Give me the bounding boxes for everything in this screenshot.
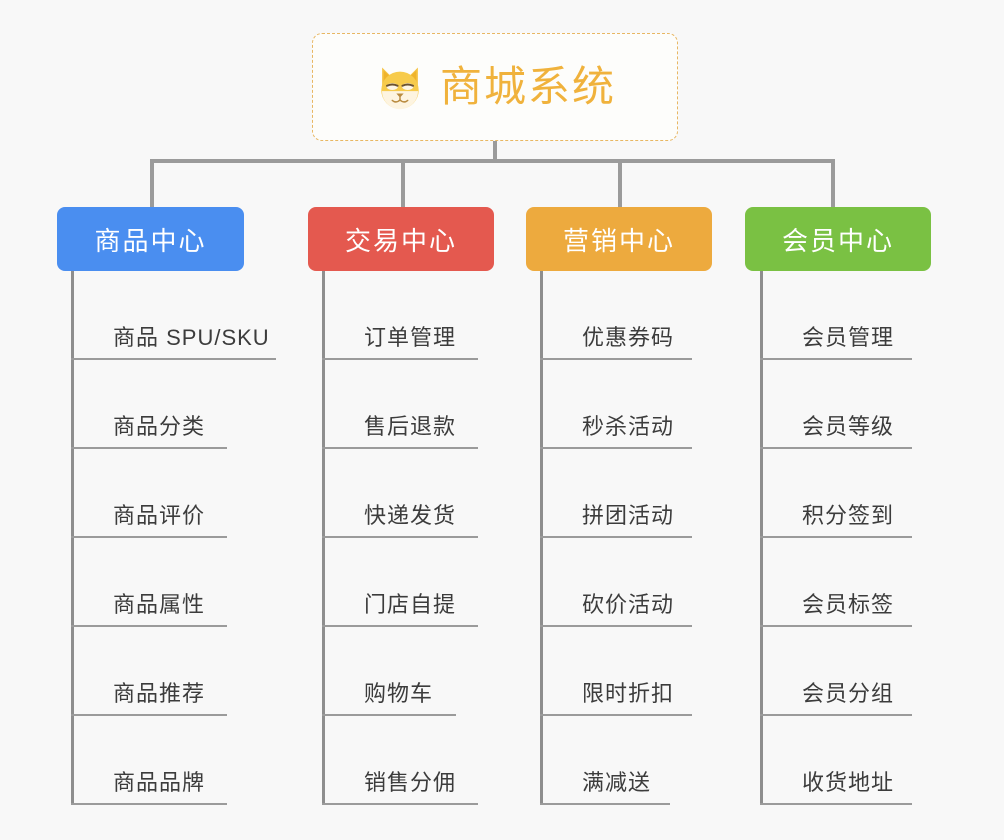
leaf-label: 满减送 [582, 770, 652, 795]
leaf-underline [760, 714, 912, 716]
leaf-label: 商品 SPU/SKU [113, 325, 270, 350]
leaf-item[interactable]: 门店自提 [322, 538, 478, 627]
category-label: 营销中心 [562, 225, 675, 256]
leaf-label: 限时折扣 [582, 681, 675, 706]
leaf-item[interactable]: 商品推荐 [71, 627, 227, 716]
branch-spine [71, 271, 74, 805]
leaf-underline [71, 358, 276, 360]
leaf-underline [540, 447, 692, 449]
leaf-underline [540, 625, 692, 627]
leaf-label: 砍价活动 [582, 592, 675, 617]
leaf-underline [322, 714, 456, 716]
leaf-label: 会员等级 [802, 414, 895, 439]
leaf-item[interactable]: 商品分类 [71, 360, 227, 449]
root-title: 商城系统 [439, 63, 616, 110]
leaf-item[interactable]: 快递发货 [322, 449, 478, 538]
leaf-label: 会员分组 [802, 681, 895, 706]
leaf-underline [540, 358, 692, 360]
leaf-item[interactable]: 商品品牌 [71, 716, 227, 805]
leaf-label: 拼团活动 [582, 503, 675, 528]
leaf-label: 销售分佣 [364, 770, 457, 795]
leaf-underline [322, 625, 478, 627]
leaf-underline [322, 803, 478, 805]
leaf-item[interactable]: 砍价活动 [540, 538, 692, 627]
category-label: 会员中心 [781, 225, 894, 256]
category-label: 交易中心 [344, 225, 457, 256]
leaf-label: 积分签到 [802, 503, 895, 528]
leaf-underline [540, 536, 692, 538]
leaf-label: 商品评价 [113, 503, 206, 528]
leaf-item[interactable]: 商品 SPU/SKU [71, 271, 276, 360]
leaf-item[interactable]: 满减送 [540, 716, 670, 805]
leaf-label: 秒杀活动 [582, 414, 675, 439]
leaf-label: 商品属性 [113, 592, 206, 617]
leaf-underline [71, 625, 227, 627]
connector-drop-4 [831, 159, 835, 208]
leaf-underline [760, 536, 912, 538]
leaf-underline [322, 358, 478, 360]
category-box-商品中心[interactable]: 商品中心 [57, 207, 244, 271]
leaf-item[interactable]: 销售分佣 [322, 716, 478, 805]
connector-drop-1 [150, 159, 154, 208]
branch-spine [540, 271, 543, 805]
leaf-label: 商品分类 [113, 414, 206, 439]
root-node[interactable]: 商城系统 [312, 33, 678, 141]
leaf-item[interactable]: 会员标签 [760, 538, 912, 627]
leaf-label: 商品品牌 [113, 770, 206, 795]
leaf-underline [71, 447, 227, 449]
leaf-label: 会员标签 [802, 592, 895, 617]
leaf-item[interactable]: 会员分组 [760, 627, 912, 716]
leaf-item[interactable]: 商品属性 [71, 538, 227, 627]
leaf-item[interactable]: 限时折扣 [540, 627, 692, 716]
connector-trunk [150, 159, 835, 163]
leaf-item[interactable]: 购物车 [322, 627, 456, 716]
leaf-label: 订单管理 [364, 325, 457, 350]
leaf-underline [71, 536, 227, 538]
category-box-会员中心[interactable]: 会员中心 [745, 207, 931, 271]
leaf-underline [322, 447, 478, 449]
leaf-underline [760, 447, 912, 449]
category-label: 商品中心 [94, 225, 207, 256]
leaf-underline [540, 803, 670, 805]
leaf-underline [71, 714, 227, 716]
leaf-item[interactable]: 售后退款 [322, 360, 478, 449]
branch-spine [760, 271, 763, 805]
leaf-item[interactable]: 秒杀活动 [540, 360, 692, 449]
leaf-item[interactable]: 积分签到 [760, 449, 912, 538]
leaf-label: 商品推荐 [113, 681, 206, 706]
leaf-underline [71, 803, 227, 805]
shiba-dog-face-icon [374, 61, 426, 113]
leaf-item[interactable]: 订单管理 [322, 271, 478, 360]
leaf-item[interactable]: 优惠券码 [540, 271, 692, 360]
branch-spine [322, 271, 325, 805]
category-box-交易中心[interactable]: 交易中心 [308, 207, 494, 271]
leaf-label: 优惠券码 [582, 325, 675, 350]
leaf-item[interactable]: 收货地址 [760, 716, 912, 805]
leaf-underline [322, 536, 478, 538]
leaf-item[interactable]: 拼团活动 [540, 449, 692, 538]
leaf-label: 快递发货 [364, 503, 457, 528]
leaf-underline [760, 358, 912, 360]
leaf-item[interactable]: 商品评价 [71, 449, 227, 538]
leaf-label: 售后退款 [364, 414, 457, 439]
leaf-label: 会员管理 [802, 325, 895, 350]
connector-drop-2 [401, 159, 405, 208]
leaf-label: 收货地址 [802, 770, 895, 795]
leaf-underline [760, 625, 912, 627]
leaf-item[interactable]: 会员等级 [760, 360, 912, 449]
leaf-underline [760, 803, 912, 805]
leaf-item[interactable]: 会员管理 [760, 271, 912, 360]
leaf-label: 门店自提 [364, 592, 457, 617]
leaf-label: 购物车 [364, 681, 434, 706]
leaf-underline [540, 714, 692, 716]
connector-root-stem [493, 141, 497, 162]
category-box-营销中心[interactable]: 营销中心 [526, 207, 712, 271]
connector-drop-3 [618, 159, 622, 208]
